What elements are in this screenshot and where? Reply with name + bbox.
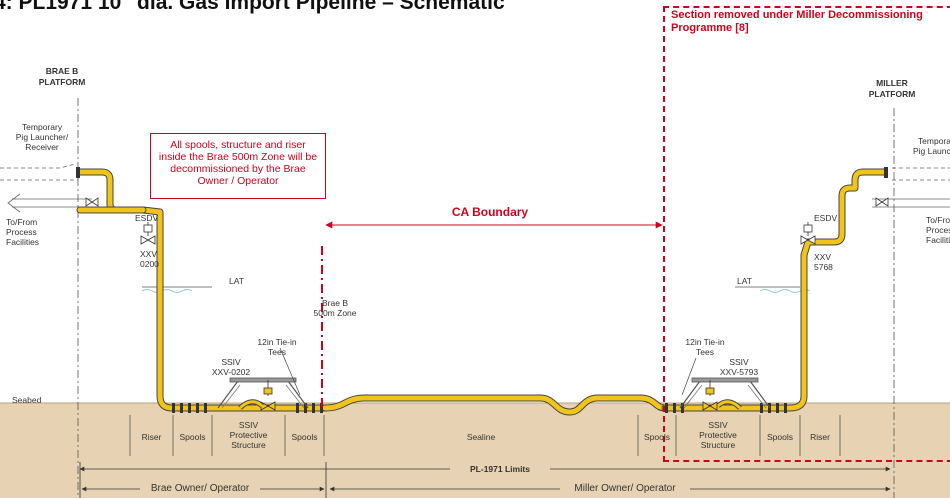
left-esdv-label: ESDV xyxy=(135,213,159,223)
segment-sealine: Sealine xyxy=(466,432,496,442)
decommission-box-label: Section removed under Miller Decommissio… xyxy=(671,9,923,34)
left-launcher-label-3: Receiver xyxy=(25,142,59,152)
segment-spools-right-2: Spools xyxy=(767,432,793,442)
owner-brae-label: Brae Owner/ Operator xyxy=(140,484,260,494)
left-tofrom-label-3: Facilities xyxy=(6,237,40,247)
left-ssiv-structure xyxy=(217,377,309,411)
right-ssiv-label-2: XXV-5793 xyxy=(719,367,759,377)
limits-label: PL-1971 Limits xyxy=(450,464,550,474)
brae-zone-note: All spools, structure and riser inside t… xyxy=(150,133,326,199)
right-tofrom-arrow xyxy=(872,198,950,208)
left-lat-label: LAT xyxy=(229,276,244,286)
segment-riser-left: Riser xyxy=(141,432,162,442)
ca-boundary-label: CA Boundary xyxy=(451,205,529,219)
esdv-right-valve xyxy=(800,222,816,245)
zone-label-2: 500m Zone xyxy=(313,308,357,318)
segment-dividers xyxy=(129,415,841,456)
left-tofrom-label-2: Process xyxy=(6,227,37,237)
segment-riser-right: Riser xyxy=(810,432,830,442)
right-lat-label: LAT xyxy=(737,276,752,286)
right-launcher-label-2: Pig Launcher xyxy=(912,146,950,156)
left-ssiv-label-2: XXV-0202 xyxy=(211,367,251,377)
segment-structure-right-1: SSIV xyxy=(708,420,728,430)
owner-miller-label: Miller Owner/ Operator xyxy=(560,484,690,494)
right-xxv-label-1: XXV xyxy=(814,252,832,262)
left-launcher-label-2: Pig Launcher/ xyxy=(15,132,69,142)
left-tofrom-label-1: To/From xyxy=(6,217,38,227)
left-launcher-label-1: Temporary xyxy=(21,122,63,132)
right-tofrom-label-2: Process xyxy=(926,225,950,235)
left-tees-label-2: Tees xyxy=(268,347,286,357)
decommission-boundary-box xyxy=(663,6,950,462)
right-tees-label-1: 12in Tie-in xyxy=(685,337,725,347)
segment-structure-left-3: Structure xyxy=(231,440,266,450)
right-tees-leader xyxy=(681,357,697,396)
left-xxv-label-2: 0200 xyxy=(140,259,159,269)
right-tofrom-label-3: Facilities xyxy=(926,235,950,245)
segment-structure-left-1: SSIV xyxy=(238,420,259,430)
segment-spools-left-2: Spools xyxy=(291,432,318,442)
left-xxv-label-1: XXV xyxy=(140,249,158,259)
brae-platform-label-1: BRAE B xyxy=(45,66,79,76)
right-tofrom-label-1: To/From xyxy=(926,215,950,225)
right-ssiv-structure xyxy=(679,377,771,411)
right-process-valves xyxy=(875,197,889,207)
lat-left xyxy=(141,286,212,293)
right-esdv-label: ESDV xyxy=(814,213,838,223)
left-launcher-lines xyxy=(0,163,78,181)
miller-platform-label-2: PLATFORM xyxy=(868,89,916,99)
esdv-left-valve xyxy=(140,222,156,245)
right-launcher-label-1: Temporary xyxy=(917,136,950,146)
segment-spools-right-1: Spools xyxy=(644,432,670,442)
diagram-title: 4: PL1971 10" dia. Gas Import Pipeline –… xyxy=(0,0,505,14)
right-launcher-lines xyxy=(892,167,950,181)
segment-spools-left-1: Spools xyxy=(179,432,206,442)
right-tees-label-2: Tees xyxy=(696,347,714,357)
left-ssiv-label-1: SSIV xyxy=(221,357,241,367)
miller-platform-label-1: MILLER xyxy=(876,78,908,88)
pipeline-main xyxy=(76,168,888,416)
seabed xyxy=(0,403,950,498)
zone-label-1: Brae B xyxy=(322,298,348,308)
segment-structure-left-2: Protective xyxy=(229,430,268,440)
brae-platform-label-2: PLATFORM xyxy=(38,77,86,87)
right-xxv-label-2: 5768 xyxy=(814,262,833,272)
left-tees-label-1: 12in Tie-in xyxy=(257,337,297,347)
seabed-label: Seabed xyxy=(12,395,42,405)
segment-structure-right-3: Structure xyxy=(700,440,736,450)
left-tees-leader xyxy=(279,347,301,396)
left-process-valves xyxy=(85,197,99,207)
segment-structure-right-2: Protective xyxy=(699,430,737,440)
right-ssiv-label-1: SSIV xyxy=(729,357,749,367)
